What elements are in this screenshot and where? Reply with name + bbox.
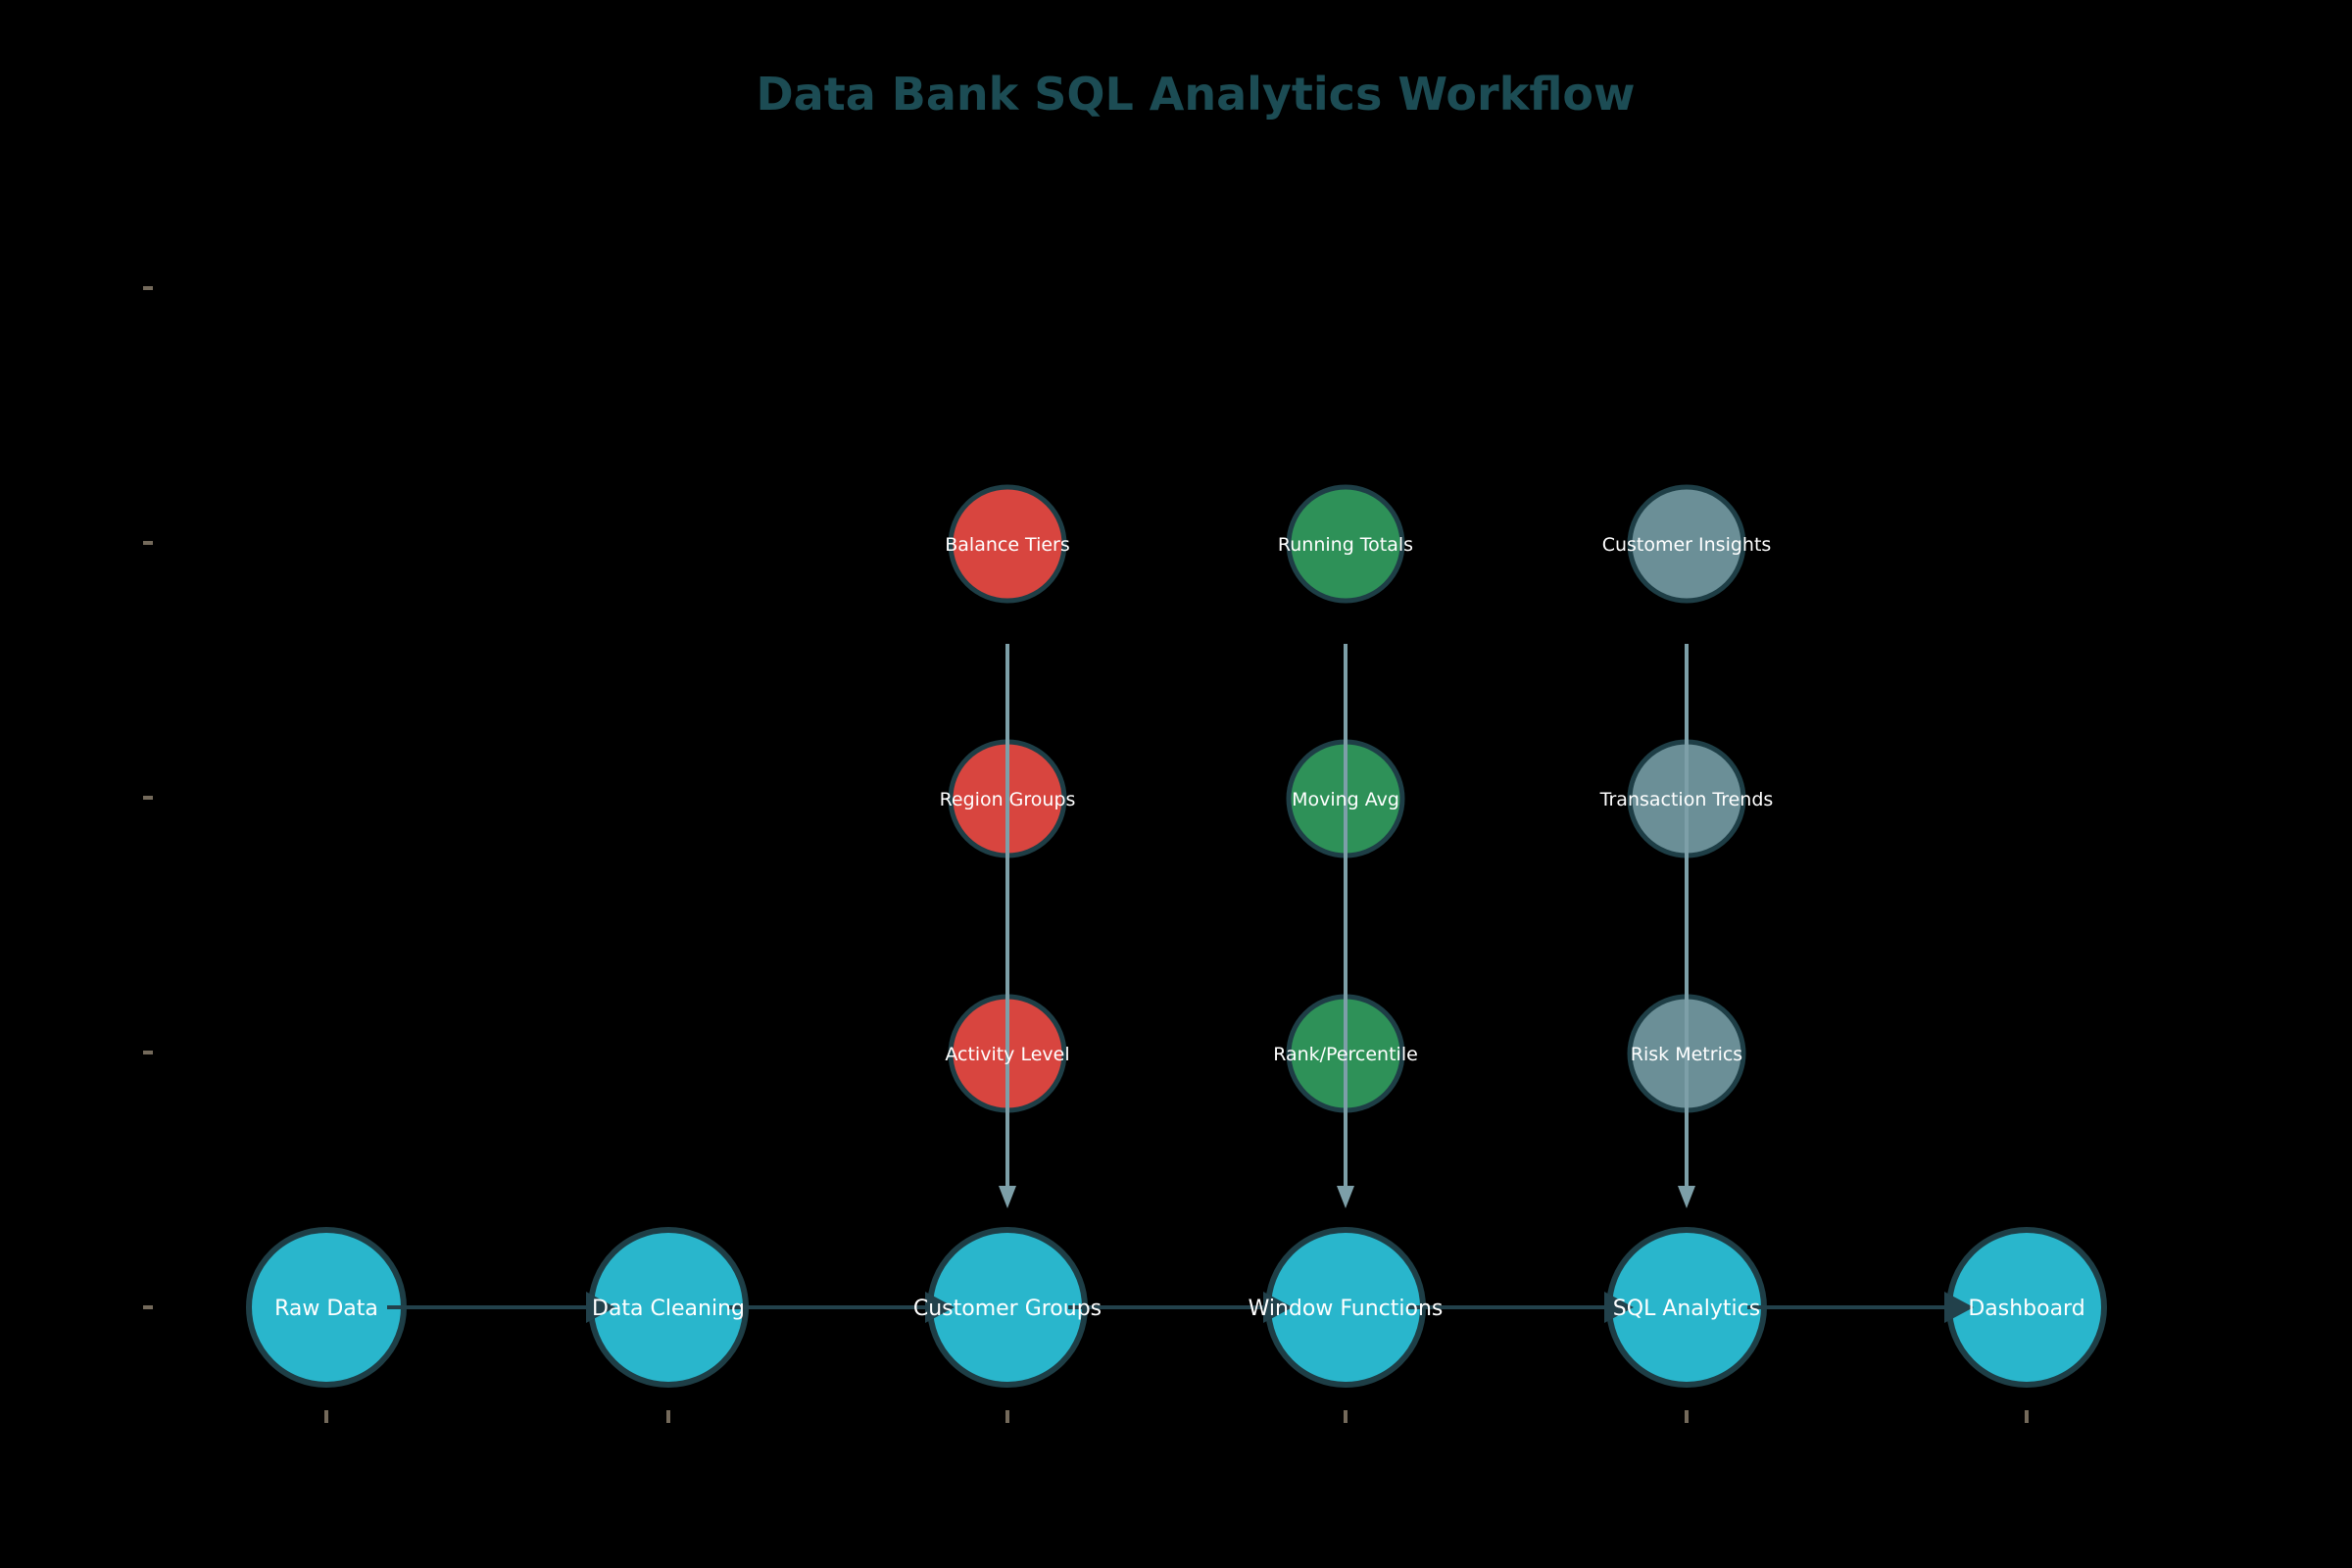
- branch-arrowhead-down-icon: [1337, 1186, 1354, 1208]
- x-axis-tick: [666, 1410, 670, 1423]
- x-axis-ticks: [324, 1410, 2029, 1423]
- node-label-sql-analytics: SQL Analytics: [1613, 1297, 1760, 1321]
- flow-arrowhead-right-icon: [1604, 1292, 1634, 1323]
- node-label-customer-groups: Customer Groups: [913, 1297, 1102, 1321]
- x-axis-tick: [324, 1410, 328, 1423]
- node-labels: Balance Tiers Region Groups Activity Lev…: [274, 534, 2085, 1321]
- flow-arrowhead-right-icon: [586, 1292, 615, 1323]
- node-label-data-cleaning: Data Cleaning: [592, 1297, 745, 1321]
- node-label-transaction-trends: Transaction Trends: [1599, 789, 1774, 810]
- x-axis-tick: [1005, 1410, 1009, 1423]
- node-circle-running-totals: [1286, 484, 1405, 604]
- node-label-running-totals: Running Totals: [1278, 534, 1413, 556]
- x-axis-tick: [1685, 1410, 1689, 1423]
- node-label-dashboard: Dashboard: [1968, 1297, 2084, 1321]
- node-label-balance-tiers: Balance Tiers: [945, 534, 1070, 556]
- node-label-activity-level: Activity Level: [945, 1044, 1069, 1065]
- flow-arrowhead-right-icon: [1263, 1292, 1293, 1323]
- node-label-raw-data: Raw Data: [274, 1297, 378, 1321]
- branch-arrowhead-down-icon: [999, 1186, 1016, 1208]
- node-label-rank-percentile: Rank/Percentile: [1273, 1044, 1418, 1065]
- node-label-risk-metrics: Risk Metrics: [1631, 1044, 1742, 1065]
- y-axis-tick: [143, 1305, 153, 1309]
- flow-arrowhead-right-icon: [1944, 1292, 1974, 1323]
- y-axis-tick: [143, 286, 153, 290]
- x-axis-tick: [2025, 1410, 2029, 1423]
- page-title: Data Bank SQL Analytics Workflow: [756, 68, 1635, 121]
- y-axis-ticks: [143, 286, 153, 1309]
- node-label-window-functions: Window Functions: [1249, 1297, 1444, 1321]
- node-circle-balance-tiers: [948, 484, 1067, 604]
- y-axis-tick: [143, 796, 153, 800]
- x-axis-tick: [1344, 1410, 1348, 1423]
- node-label-moving-avg: Moving Avg: [1292, 789, 1399, 810]
- y-axis-tick: [143, 1051, 153, 1054]
- node-circle-customer-insights: [1627, 484, 1746, 604]
- node-label-customer-insights: Customer Insights: [1602, 534, 1772, 556]
- branch-edges: [999, 644, 1695, 1208]
- branch-arrowhead-down-icon: [1678, 1186, 1695, 1208]
- node-label-region-groups: Region Groups: [940, 789, 1076, 810]
- flow-arrowhead-right-icon: [925, 1292, 955, 1323]
- y-axis-tick: [143, 541, 153, 545]
- flow-edges: [387, 1292, 1974, 1323]
- branch-nodes: [948, 484, 1746, 1113]
